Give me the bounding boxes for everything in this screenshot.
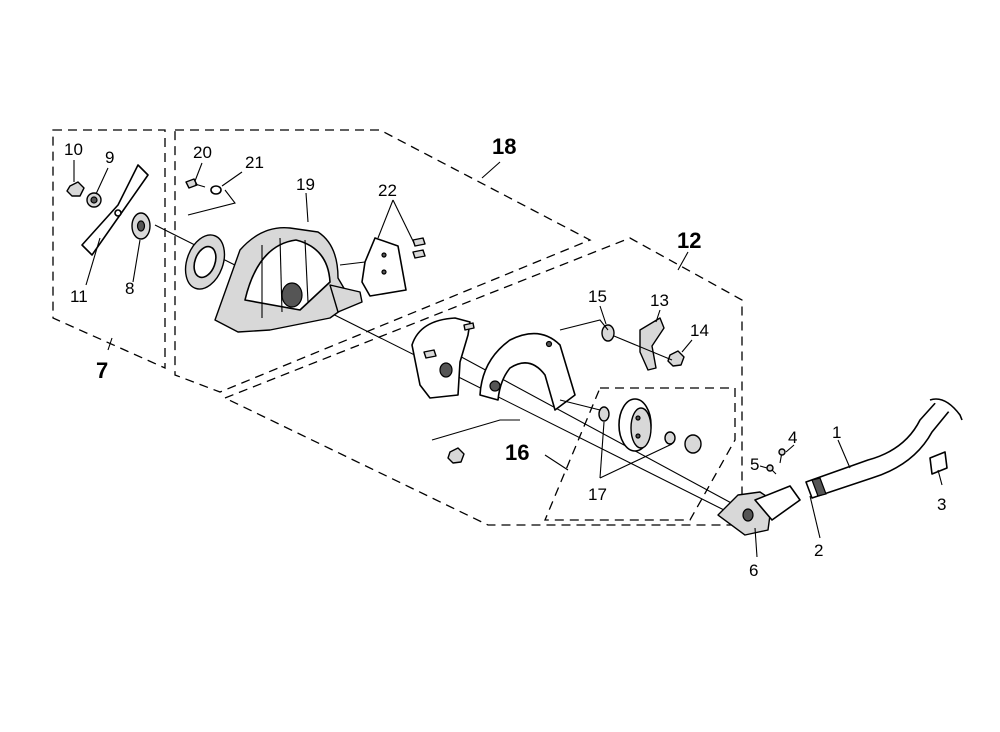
callout-17: 17 xyxy=(588,485,607,504)
bearing-8 xyxy=(131,212,151,240)
leader-12 xyxy=(677,251,689,271)
callout-11: 11 xyxy=(70,287,88,306)
group-12-boundary xyxy=(223,237,743,526)
washer-17b xyxy=(664,431,676,445)
callout-14: 14 xyxy=(690,321,709,340)
group-7-boundary xyxy=(52,129,166,370)
callout-5: 5 xyxy=(750,455,759,474)
leader-1 xyxy=(837,439,851,469)
wheel-17 xyxy=(618,398,652,452)
leader-lower-nut xyxy=(431,419,520,441)
curved-bracket xyxy=(479,332,576,411)
leader-22b xyxy=(392,199,415,244)
leader-7 xyxy=(107,337,113,351)
callout-10: 10 xyxy=(64,140,83,159)
nut-14 xyxy=(667,350,685,367)
mounting-plate xyxy=(411,317,475,399)
leader-22a xyxy=(377,199,394,239)
callout-6: 6 xyxy=(749,561,758,580)
callout-1: 1 xyxy=(832,423,841,442)
gear-head-6 xyxy=(717,485,801,536)
leader-20-21 xyxy=(187,189,236,216)
callout-15: 15 xyxy=(588,287,607,306)
callout-12: 12 xyxy=(677,228,701,253)
washer-21 xyxy=(210,185,222,195)
blade-housing-19 xyxy=(214,226,363,333)
leader-bracket-15 xyxy=(559,319,609,331)
shaft-centerline-lower xyxy=(429,339,736,506)
callout-3: 3 xyxy=(937,495,946,514)
axle-pin xyxy=(559,399,601,411)
washer-17a xyxy=(598,406,610,422)
washer-9 xyxy=(86,192,102,208)
leader-15-13-14 xyxy=(613,335,673,361)
leader-4 xyxy=(785,444,795,453)
callout-19: 19 xyxy=(296,175,315,194)
nut-10 xyxy=(66,181,85,197)
leader-16 xyxy=(544,454,569,471)
callout-7: 7 xyxy=(96,358,108,383)
callout-21: 21 xyxy=(245,153,264,172)
lever-13 xyxy=(639,317,665,371)
callout-22: 22 xyxy=(378,181,397,200)
shaft-tube-1 xyxy=(805,399,951,499)
leader-5 xyxy=(759,465,768,469)
cap-17 xyxy=(684,434,702,454)
callout-20: 20 xyxy=(193,143,212,162)
leader-15 xyxy=(599,305,607,325)
leader-3 xyxy=(937,469,943,486)
handle-upper-3 xyxy=(929,398,963,421)
screw-4 xyxy=(778,448,786,464)
callout-8: 8 xyxy=(125,279,134,298)
leader-9 xyxy=(95,167,109,195)
callout-2: 2 xyxy=(814,541,823,560)
washer-15 xyxy=(601,324,615,342)
leader-13 xyxy=(655,309,661,323)
callout-16: 16 xyxy=(505,440,529,465)
gasket-ring xyxy=(184,234,226,290)
leader-18 xyxy=(481,161,501,179)
nut-lower xyxy=(447,447,465,464)
leader-19 xyxy=(305,192,309,223)
callout-13: 13 xyxy=(650,291,669,310)
callout-4: 4 xyxy=(788,428,797,447)
leader-21 xyxy=(221,171,243,187)
group-16-boundary xyxy=(544,387,736,521)
callout-9: 9 xyxy=(105,148,114,167)
leader-6 xyxy=(754,527,758,558)
leader-2 xyxy=(809,495,821,539)
bolts-22 xyxy=(412,237,426,259)
leader-8 xyxy=(132,239,141,283)
leader-17a xyxy=(599,421,605,479)
group-18-boundary xyxy=(174,129,592,393)
screw-5 xyxy=(766,464,777,475)
spacer-small xyxy=(114,209,122,217)
leader-14 xyxy=(681,339,693,353)
screw-20 xyxy=(185,178,206,189)
leader-17b xyxy=(599,443,673,479)
label-3 xyxy=(929,451,948,475)
leader-housing-plate xyxy=(339,261,366,266)
leader-20 xyxy=(194,162,203,182)
leader-11 xyxy=(85,237,101,286)
blade-11 xyxy=(81,164,149,256)
deflector-plate-22 xyxy=(361,237,407,297)
callout-18: 18 xyxy=(492,134,516,159)
